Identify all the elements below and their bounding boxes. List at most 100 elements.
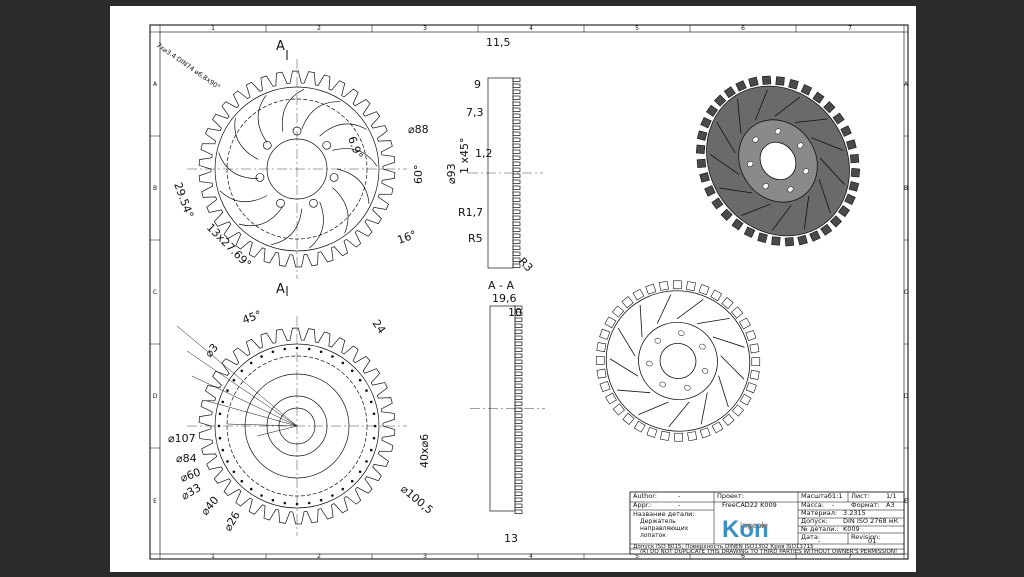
side-tooth bbox=[514, 449, 523, 454]
leader-line bbox=[226, 423, 298, 427]
tb-date-value: - bbox=[818, 537, 821, 545]
side-tooth bbox=[514, 491, 523, 496]
small-hole bbox=[369, 400, 373, 404]
guide-vane bbox=[234, 117, 259, 160]
tb-mass-value: - bbox=[832, 501, 835, 509]
iso-vane bbox=[697, 318, 730, 324]
tb-sheet-label: Лист: bbox=[851, 492, 870, 500]
iso-tooth bbox=[633, 420, 646, 433]
side-tooth bbox=[514, 395, 523, 400]
small-hole bbox=[283, 347, 287, 351]
side-tooth bbox=[514, 401, 523, 406]
small-hole bbox=[271, 350, 275, 354]
iso-tooth bbox=[622, 412, 635, 426]
side-tooth bbox=[514, 389, 523, 394]
iso-tooth bbox=[611, 305, 625, 318]
small-hole bbox=[372, 412, 376, 416]
iso-tooth bbox=[784, 237, 795, 247]
side-tooth bbox=[514, 365, 523, 370]
side-tooth bbox=[514, 437, 523, 442]
side-tooth bbox=[512, 221, 521, 226]
iso-tooth bbox=[673, 280, 682, 290]
side-tooth bbox=[514, 467, 523, 472]
mount-hole bbox=[262, 140, 272, 150]
isometric-view-top bbox=[695, 75, 861, 247]
side-tooth bbox=[514, 503, 523, 508]
side-tooth bbox=[514, 407, 523, 412]
guide-vane bbox=[336, 168, 370, 204]
side-tooth bbox=[512, 245, 521, 250]
side-tooth bbox=[512, 107, 521, 112]
iso-tooth bbox=[775, 76, 785, 86]
iso-tooth bbox=[596, 368, 607, 379]
iso-hole bbox=[701, 368, 709, 374]
iso-tooth bbox=[711, 197, 724, 210]
iso-vane bbox=[639, 304, 643, 338]
tb-name-wrap: Держатель направляющих лопаток bbox=[640, 518, 688, 538]
small-hole bbox=[350, 369, 354, 373]
side-tooth bbox=[512, 215, 521, 220]
iso-hole bbox=[787, 186, 794, 193]
dim-d84: ⌀84 bbox=[176, 452, 197, 465]
side-tooth bbox=[514, 353, 523, 358]
small-hole bbox=[350, 479, 354, 483]
tb-material-label: Материал: bbox=[801, 509, 837, 517]
iso-vane bbox=[617, 389, 651, 394]
iso-tooth bbox=[706, 104, 719, 117]
iso-vane bbox=[803, 196, 810, 230]
iso-hole bbox=[747, 161, 754, 167]
dim-w12: 1,2 bbox=[475, 147, 493, 160]
small-hole bbox=[341, 361, 345, 365]
tb-project-value: FreeCAD22 K009 bbox=[722, 501, 777, 509]
iso-tooth bbox=[687, 431, 698, 442]
iso-vane bbox=[656, 294, 672, 324]
gear-back-view bbox=[176, 316, 407, 536]
dim-a16: 16° bbox=[396, 228, 419, 247]
side-tooth bbox=[514, 359, 523, 364]
frame-col-label: 7 bbox=[848, 553, 852, 560]
dim-w9: 9 bbox=[474, 78, 481, 91]
dim-r5: R5 bbox=[468, 232, 483, 245]
iso-vane bbox=[741, 203, 771, 216]
side-tooth bbox=[514, 377, 523, 382]
iso-tooth bbox=[800, 84, 813, 96]
frame-col-label: 4 bbox=[529, 553, 533, 560]
iso-vane bbox=[617, 327, 636, 357]
iso-vane bbox=[819, 157, 845, 185]
small-hole bbox=[295, 346, 299, 350]
iso-tooth bbox=[713, 94, 727, 107]
iso-tooth bbox=[721, 296, 734, 310]
dim-a2954: 29.54° bbox=[171, 181, 196, 220]
iso-hole bbox=[646, 360, 653, 367]
small-hole bbox=[365, 389, 368, 392]
iso-vane bbox=[754, 89, 768, 121]
isometric-view-bottom bbox=[595, 280, 761, 442]
mount-hole bbox=[276, 198, 285, 208]
iso-tooth bbox=[612, 403, 625, 416]
side-tooth bbox=[512, 77, 521, 82]
side-tooth bbox=[512, 185, 521, 190]
iso-tooth bbox=[748, 76, 759, 88]
tb-material-value: 3.2315 bbox=[843, 509, 866, 517]
iso-tooth bbox=[605, 392, 617, 405]
guide-vane bbox=[219, 190, 268, 202]
iso-vane bbox=[668, 401, 690, 428]
guide-vane bbox=[238, 206, 284, 227]
iso-vane bbox=[638, 401, 669, 415]
iso-group bbox=[695, 75, 861, 247]
dim-a1327: 13x27.69° bbox=[204, 221, 254, 271]
iso-bore bbox=[659, 343, 697, 379]
side-tooth bbox=[514, 311, 523, 316]
iso-hole bbox=[774, 128, 782, 135]
side-tooth bbox=[512, 149, 521, 154]
dim-a45: 45° bbox=[241, 308, 264, 327]
side-tooth bbox=[514, 473, 523, 478]
iso-hole bbox=[654, 337, 661, 344]
tb-tolerance-label: Допуск: bbox=[801, 517, 828, 525]
small-hole bbox=[319, 498, 323, 502]
side-tooth bbox=[512, 83, 521, 88]
tb-footer-2: (R) DO NOT DUPLICATE THIS DRAWING TO THI… bbox=[640, 549, 897, 555]
side-tooth bbox=[512, 137, 521, 142]
hub-ring bbox=[278, 407, 316, 445]
